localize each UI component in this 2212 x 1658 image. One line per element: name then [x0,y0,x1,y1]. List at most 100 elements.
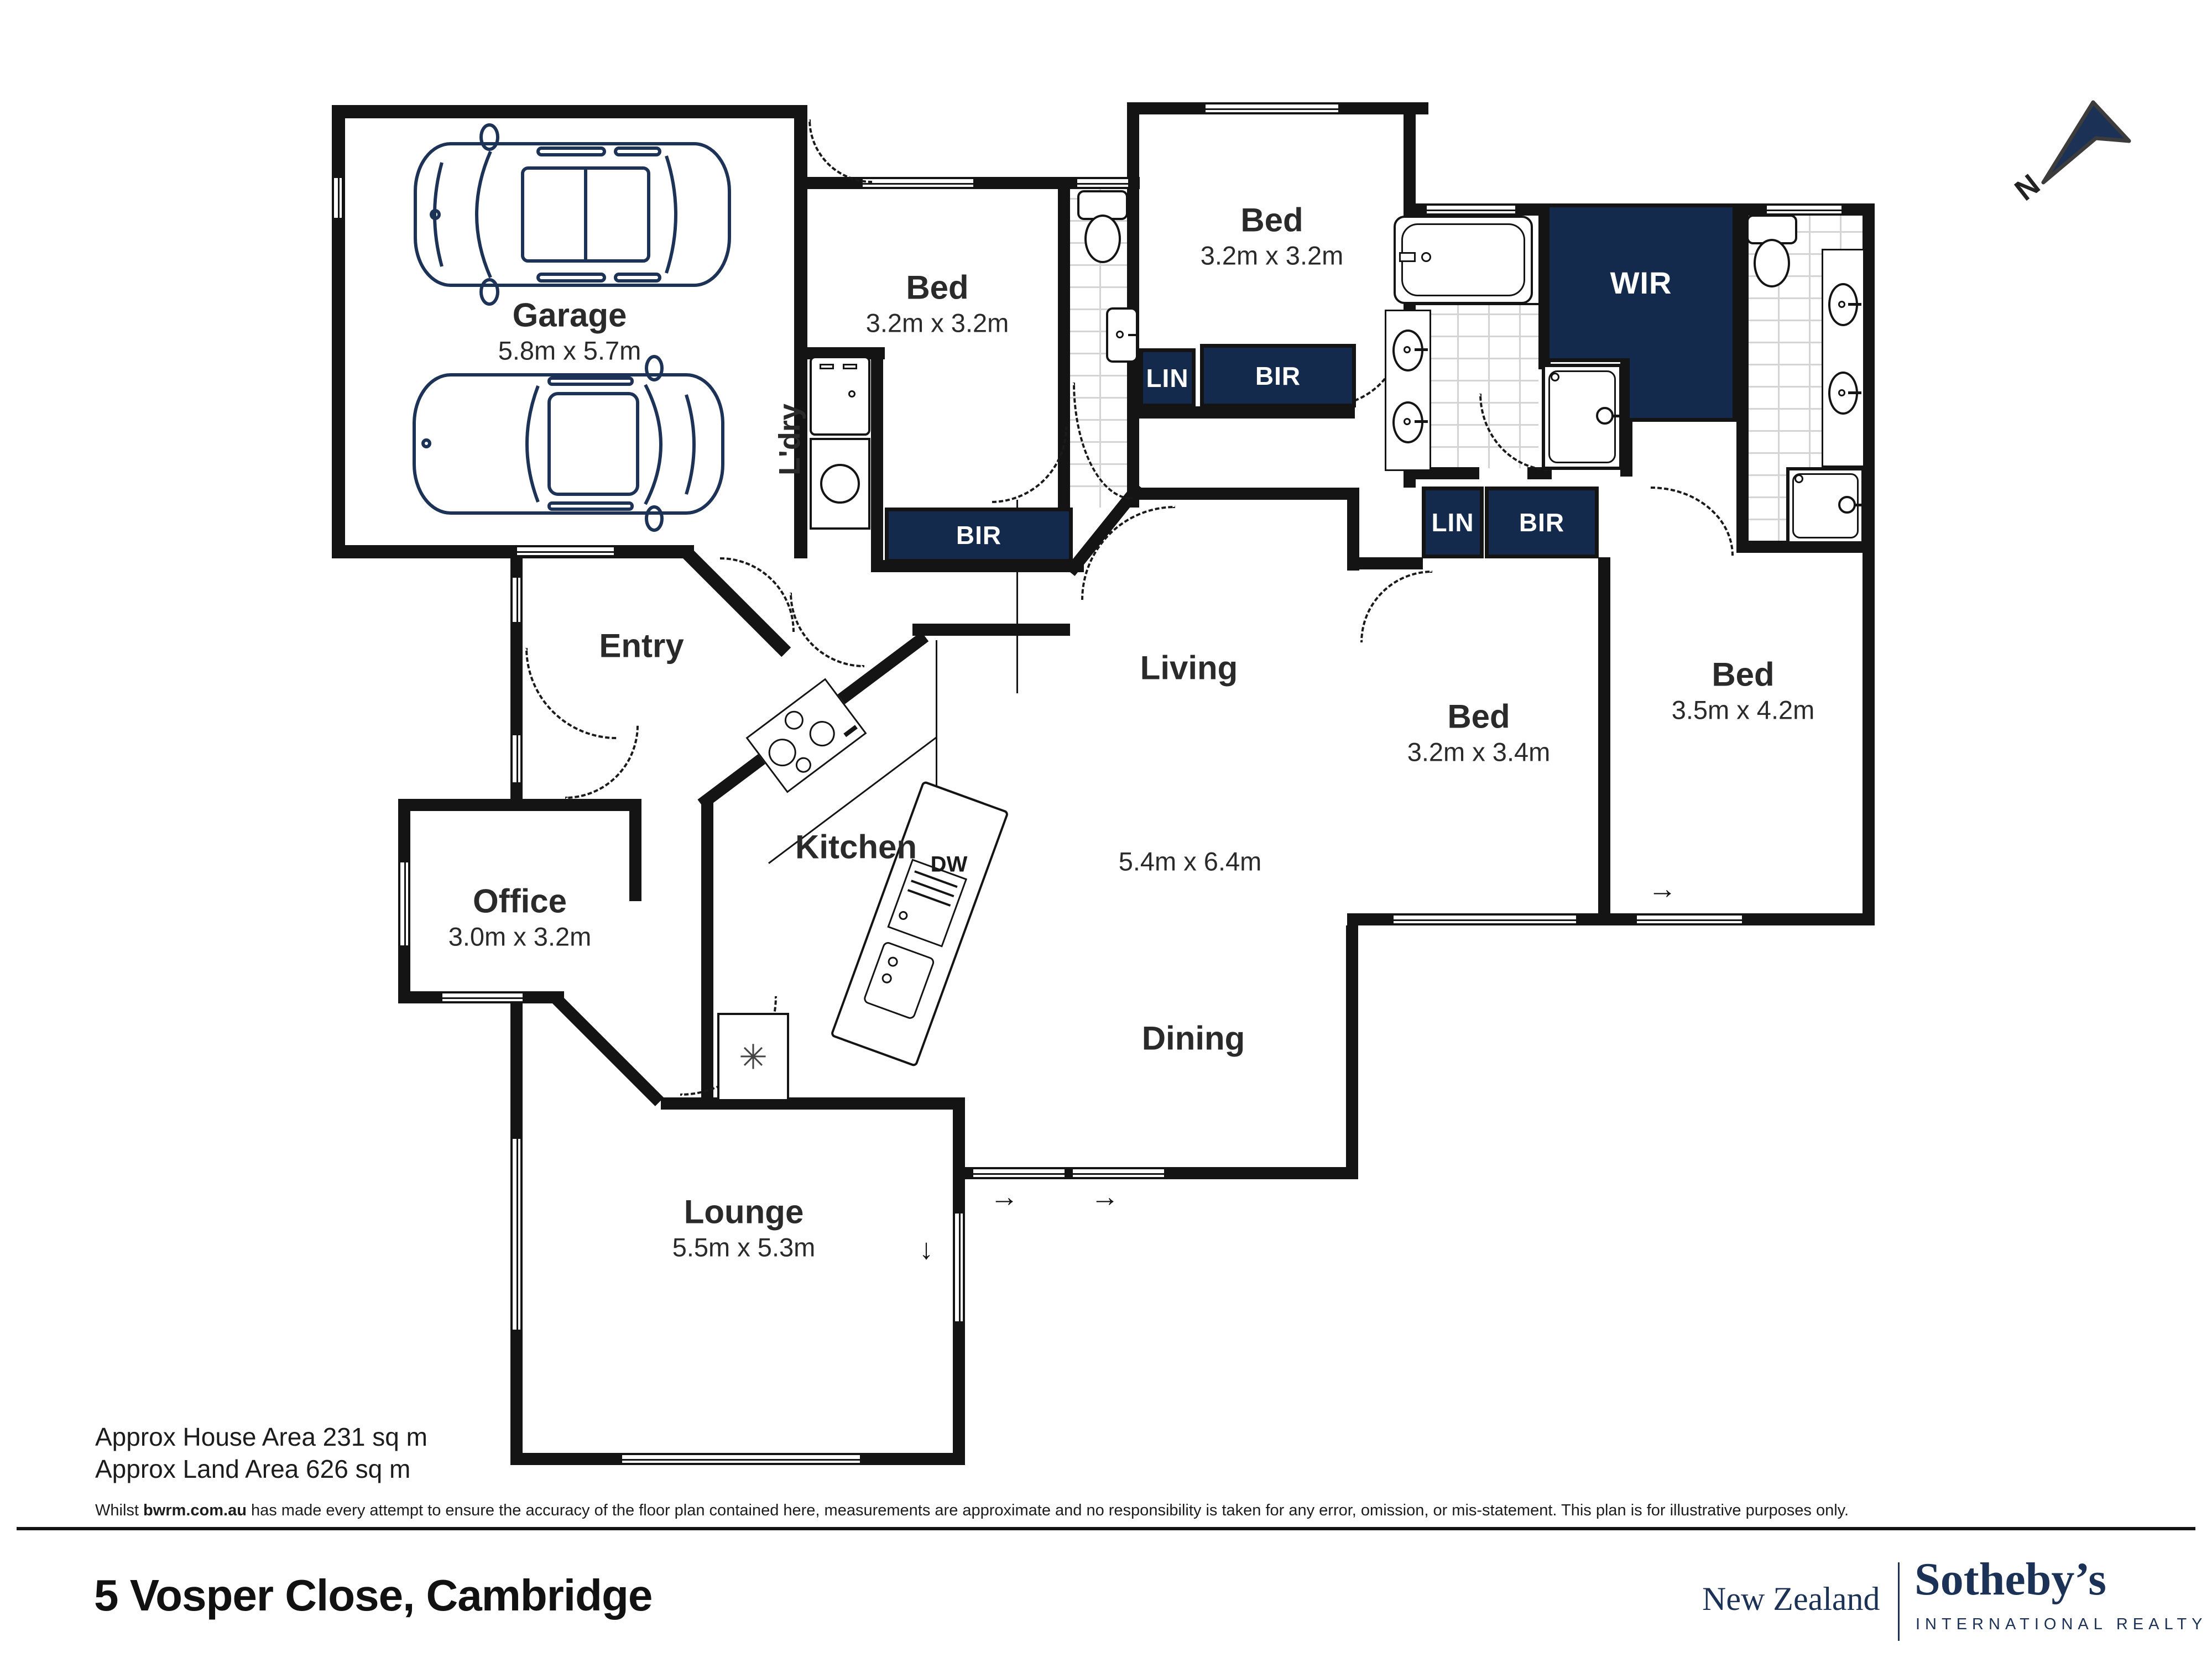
room-dims-office: 3.0m x 3.2m [448,922,592,951]
wall [1058,177,1070,517]
bir-closet: BIR [1485,487,1599,558]
window [1427,203,1515,216]
disclaimer-rest: has made every attempt to ensure the acc… [246,1502,1849,1519]
window [863,177,973,189]
wall [1347,557,1423,569]
disclaimer-text: Whilst bwrm.com.au has made every attemp… [95,1502,1849,1520]
bir-label: BIR [956,521,1002,550]
shower-icon [1786,467,1865,545]
vanity-icon [1385,310,1431,471]
slide-arrow-icon: → [1091,1181,1119,1213]
shower-icon [1542,364,1623,470]
wall [332,105,345,558]
door-arc [991,427,1067,503]
room-label-kitchen: Kitchen [795,828,917,866]
room-dims-bed1: 3.2m x 3.2m [865,308,1009,338]
door-arc [1651,487,1734,556]
room-label-dining: Dining [1141,1019,1245,1057]
window [510,578,523,622]
lin-label: LIN [1146,363,1189,393]
wall [332,545,694,558]
sliding-door [953,1214,965,1321]
car-icon [413,355,724,532]
wall [1598,557,1610,925]
north-label: N [2008,168,2046,207]
room-dims-bed3: 3.2m x 3.4m [1407,737,1551,767]
toilet-icon [1077,190,1128,273]
window [332,178,344,218]
wall [794,105,807,558]
laundry-sink-icon [810,356,870,436]
wir-label: WIR [1610,265,1672,300]
brand-divider [1898,1562,1900,1641]
dishwasher-label: DW [930,852,968,877]
room-label-bed1: Bed [906,269,969,306]
bir-label: BIR [1519,508,1565,537]
door-arc [1360,571,1432,642]
wall [398,799,641,811]
window [517,545,614,557]
bir-closet: BIR [1200,344,1356,407]
room-label-garage: Garage [512,296,627,334]
room-dims-garage: 5.8m x 5.7m [498,336,641,365]
window [510,735,523,782]
address-title: 5 Vosper Close, Cambridge [94,1571,653,1620]
disclaimer-brand: bwrm.com.au [143,1502,247,1519]
wall [871,560,1084,572]
wall [871,347,883,572]
window [1206,102,1338,114]
window [442,991,523,1003]
room-label-living: Living [1140,649,1238,687]
room-dims-living: 5.4m x 6.4m [1118,846,1262,876]
wir-closet: WIR [1546,203,1736,362]
room-dims-lounge: 5.5m x 5.3m [672,1232,816,1262]
bath-divider-line [1416,303,1543,305]
kitchen-bench-line [936,640,937,802]
land-area-text: Approx Land Area 626 sq m [95,1455,411,1483]
wall [549,991,664,1106]
brand-sub: INTERNATIONAL REALTY [1916,1615,2208,1633]
brand-name: Sotheby’s [1914,1554,2106,1605]
door-arc [720,557,795,632]
pantry-icon: ✳ [717,1013,789,1101]
north-arrow-icon: N [2008,100,2131,207]
door-arc [790,593,864,667]
bathtub-icon [1394,216,1533,304]
room-dims-bed4: 3.5m x 4.2m [1671,695,1815,725]
room-label-bed4: Bed [1712,656,1775,693]
slide-arrow-icon: → [1648,873,1677,905]
window [1767,203,1841,216]
sliding-door [973,1167,1065,1179]
bir-label: BIR [1255,361,1301,390]
wall [629,799,641,901]
window [1077,177,1128,189]
room-label-office: Office [472,882,567,920]
door-arc [565,725,639,799]
wall [912,624,1070,636]
toilet-icon [1746,215,1797,297]
wall [332,105,807,118]
slide-arrow-icon: → [990,1181,1019,1213]
footer-divider [17,1527,2195,1530]
room-label-laundry: L'dry [773,404,806,475]
room-label-lounge: Lounge [684,1193,804,1231]
window [622,1453,860,1465]
wall [1346,925,1358,1179]
house-area-text: Approx House Area 231 sq m [95,1422,427,1451]
slide-arrow-icon: ↓ [919,1233,933,1265]
brand-region: New Zealand [1702,1581,1880,1617]
window [398,862,410,945]
pantry-fan-icon: ✳ [739,1038,768,1077]
room-dims-bed2: 3.2m x 3.2m [1200,240,1344,270]
wall [1863,203,1875,925]
room-label-bed2: Bed [1240,201,1303,239]
washing-machine-icon [810,438,870,530]
wall [1127,488,1359,500]
room-label-entry: Entry [599,627,684,665]
kitchen-island-icon [830,780,1010,1068]
sliding-door [1073,1167,1164,1179]
kitchen-living-line [1016,500,1018,693]
wall [1347,488,1359,571]
door-arc [808,119,872,183]
